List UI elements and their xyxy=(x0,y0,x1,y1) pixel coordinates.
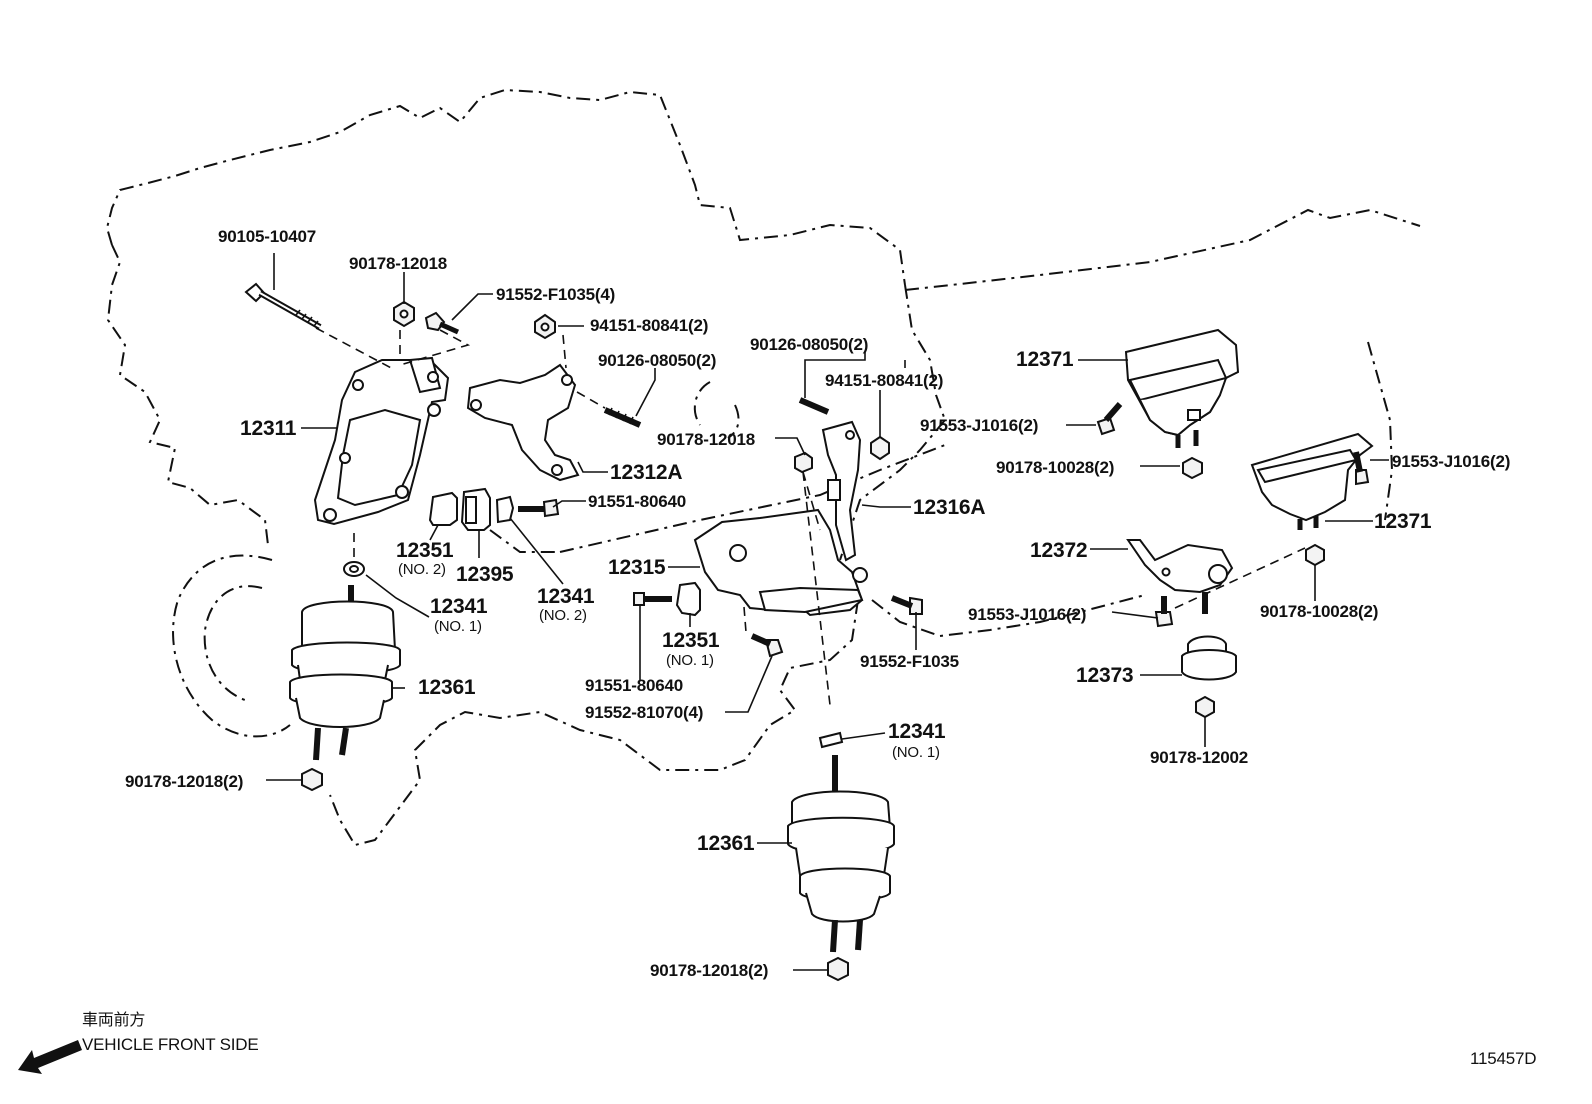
leader-bolts-to-bracket xyxy=(315,327,471,371)
vehicle-front-label-en: VEHICLE FRONT SIDE xyxy=(82,1035,259,1054)
bracket-12311 xyxy=(313,356,450,526)
insulator-12361-center xyxy=(787,755,895,953)
nut-94151-80841-a xyxy=(534,313,556,340)
bracket-12316A xyxy=(821,420,862,562)
nut-90178-12018-mid xyxy=(794,451,813,474)
label-12341-a: 12341 xyxy=(537,585,595,608)
label-90126-08050-2a: 90126-08050(2) xyxy=(598,351,717,370)
leader-12372 xyxy=(1174,547,1306,609)
cushion-12395 xyxy=(460,487,491,531)
leader-lines xyxy=(266,253,1389,971)
label-12371-b: 12371 xyxy=(1374,510,1432,533)
stud-90126-08050-a xyxy=(603,407,642,428)
nut-90178-12018-top xyxy=(393,300,415,328)
label-90178-12018-2b: 90178-12018(2) xyxy=(650,961,769,980)
bracket-12315 xyxy=(693,508,868,617)
label-94151-80841-2b: 94151-80841(2) xyxy=(825,371,944,390)
bolt-91553-J1016-c xyxy=(1154,596,1174,628)
label-94151-80841-2a: 94151-80841(2) xyxy=(590,316,709,335)
label-91552-81070-4: 91552-81070(4) xyxy=(585,703,704,722)
leader-stud-a xyxy=(576,391,606,409)
label-90178-12018-2a: 90178-12018(2) xyxy=(125,772,244,791)
support-12371-upper xyxy=(1124,328,1240,448)
bolt-90105-10407 xyxy=(244,282,322,330)
leader-bolt-81070 xyxy=(743,606,747,633)
label-12311: 12311 xyxy=(240,417,297,440)
label-12316A: 12316A xyxy=(913,496,986,519)
label-12312A: 12312A xyxy=(610,461,683,484)
bolt-91553-J1016-lower xyxy=(1353,451,1370,486)
nut-94151-80841-b xyxy=(870,435,890,461)
label-91552-F1035-4: 91552-F1035(4) xyxy=(496,285,616,304)
label-90178-10028-2a: 90178-10028(2) xyxy=(996,458,1115,477)
nut-90178-12002 xyxy=(1195,695,1215,719)
arrow-down-left-icon xyxy=(18,1040,82,1074)
label-91553-J1016-2b: 91553-J1016(2) xyxy=(1392,452,1511,471)
label-90178-12018-top: 90178-12018 xyxy=(349,254,448,273)
stopper-12373 xyxy=(1181,635,1237,681)
label-12351-a: 12351 xyxy=(396,539,454,562)
insulator-12361-left xyxy=(289,585,401,761)
label-12361-b: 12361 xyxy=(697,832,755,855)
label-12351-b: 12351 xyxy=(662,629,720,652)
washer-12341-no1-left xyxy=(343,561,365,577)
nut-90178-12018-2-left xyxy=(301,767,323,792)
nut-90178-10028-lower xyxy=(1305,543,1325,567)
bolt-91551-80640-a xyxy=(518,498,560,518)
label-12341-c: 12341 xyxy=(888,720,946,743)
label-91552-F1035: 91552-F1035 xyxy=(860,652,959,671)
washer-12341-no2 xyxy=(495,495,515,524)
nut-90178-12018-2-center xyxy=(827,956,849,982)
label-12341-c-sub: (NO. 1) xyxy=(892,744,940,761)
leader-mid-nut xyxy=(802,471,831,706)
cushion-12351-no2 xyxy=(428,491,458,526)
label-12351-b-sub: (NO. 1) xyxy=(666,652,714,669)
label-12341-b: 12341 xyxy=(430,595,488,618)
washer-12341-no1-center xyxy=(818,731,844,749)
label-91551-80640-a: 91551-80640 xyxy=(588,492,687,511)
label-12372: 12372 xyxy=(1030,539,1088,562)
stud-90126-08050-b xyxy=(798,397,830,415)
support-12371-lower xyxy=(1250,432,1374,530)
label-91551-80640-b: 91551-80640 xyxy=(585,676,684,695)
label-91553-J1016-2c: 91553-J1016(2) xyxy=(968,605,1087,624)
bracket-12312A xyxy=(466,363,580,482)
bolt-91552-F1035-4 xyxy=(424,311,460,335)
vehicle-front-label-jp: 車両前方 xyxy=(82,1010,146,1029)
label-12351-a-sub: (NO. 2) xyxy=(398,561,446,578)
label-90178-12018-mid: 90178-12018 xyxy=(657,430,756,449)
label-12361-a: 12361 xyxy=(418,676,476,699)
label-12371-a: 12371 xyxy=(1016,348,1074,371)
figure-id: 115457D xyxy=(1470,1049,1537,1068)
label-12395: 12395 xyxy=(456,563,514,586)
label-12341-a-sub: (NO. 2) xyxy=(539,607,587,624)
label-12315: 12315 xyxy=(608,556,666,579)
label-90126-08050-2b: 90126-08050(2) xyxy=(750,335,869,354)
label-12341-b-sub: (NO. 1) xyxy=(434,618,482,635)
bolt-91551-80640-b xyxy=(633,592,672,606)
leader-nut-a xyxy=(562,334,567,369)
engine-phantom-outline xyxy=(105,88,1421,847)
bolt-91552-81070-4 xyxy=(750,633,784,658)
bracket-12372 xyxy=(1126,539,1234,614)
cushion-12351-no1 xyxy=(675,581,701,617)
label-12373: 12373 xyxy=(1076,664,1134,687)
nut-90178-10028-upper xyxy=(1182,456,1203,480)
bolt-91553-J1016-upper xyxy=(1096,402,1123,436)
bolt-91552-F1035 xyxy=(890,595,923,615)
label-90105-10407: 90105-10407 xyxy=(218,227,317,246)
label-90178-12002: 90178-12002 xyxy=(1150,748,1249,767)
label-90178-10028-2b: 90178-10028(2) xyxy=(1260,602,1379,621)
label-91553-J1016-2a: 91553-J1016(2) xyxy=(920,416,1039,435)
